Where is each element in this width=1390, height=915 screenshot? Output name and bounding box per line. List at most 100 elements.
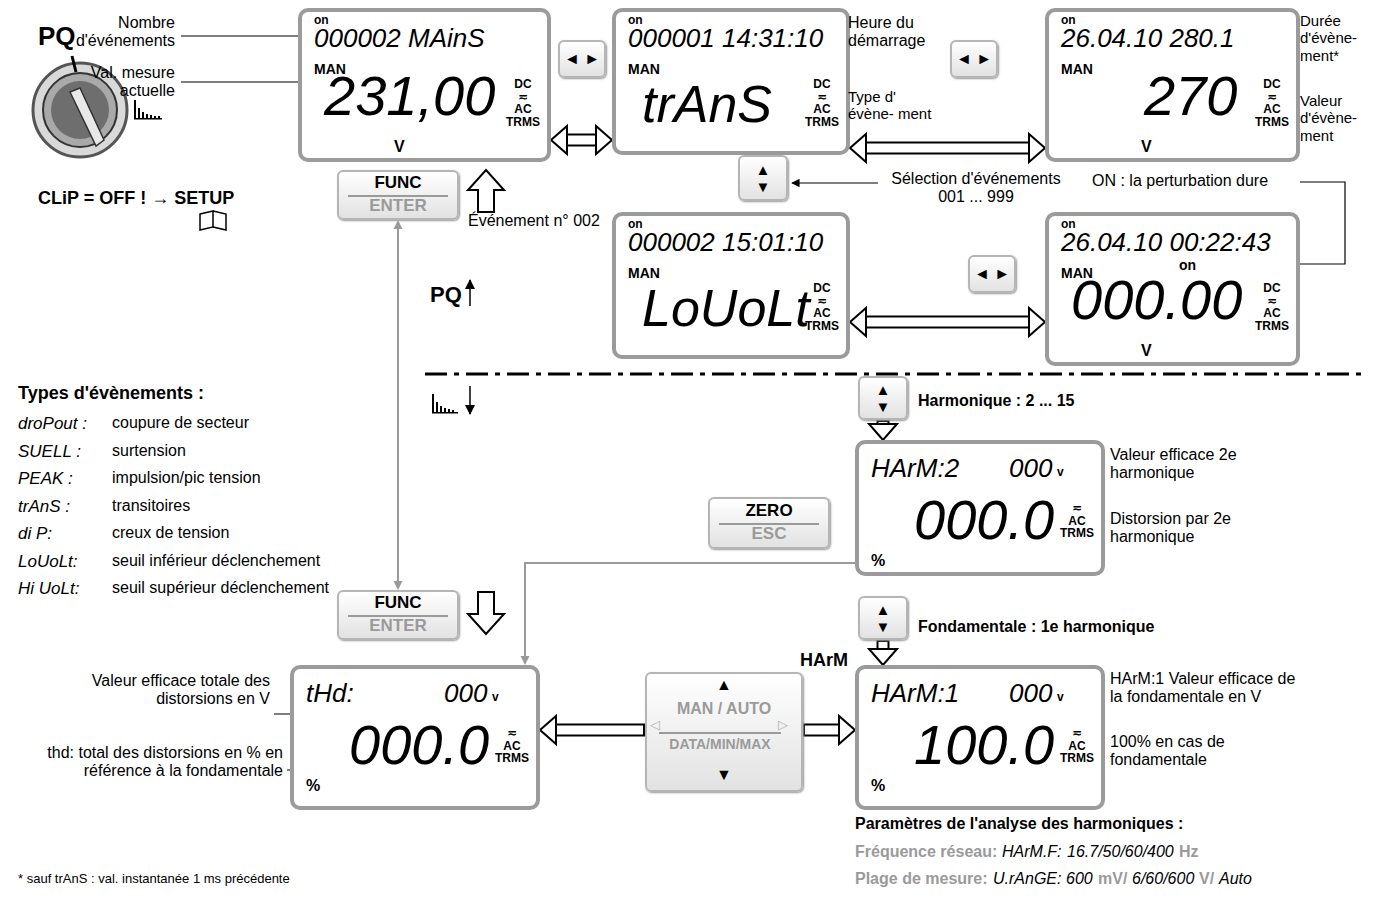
down-arrow: [469, 386, 471, 414]
annotation: PQ: [38, 22, 76, 52]
display-text: ≂ AC TRMS: [1059, 502, 1095, 540]
hollow-arrow: [869, 420, 897, 440]
key-label: ▲: [647, 676, 801, 694]
key-label: ▲ ▼: [873, 381, 893, 416]
key-label: ENTER: [348, 195, 448, 216]
display-text: 26.04.10 280.1: [1061, 24, 1235, 53]
annotation: Durée d'évène- ment*: [1300, 12, 1384, 64]
harmonics-icon: [432, 394, 458, 414]
annotation: LoUoLt:: [18, 552, 78, 572]
arrow-shaft: [803, 724, 840, 737]
annotation: Types d'évènements :: [18, 383, 204, 404]
annotation: trAnS :: [18, 497, 70, 517]
annotation: Sélection d'événements 001 ... 999: [882, 170, 1070, 207]
arrow-key: ◄ ►: [950, 40, 998, 78]
annotation: 6/60/600: [1132, 870, 1194, 888]
display-text: HArM:2: [871, 454, 959, 483]
lcd-display: HArM:2000v000.0%≂ AC TRMS: [855, 440, 1105, 576]
annotation: ON : la perturbation dure: [1092, 172, 1268, 190]
arrow-head: [850, 134, 866, 162]
lcd-display: on000002 MAinSMAN231,00VDC ≂ AC TRMS: [298, 8, 551, 162]
arrow-head: [596, 126, 612, 154]
display-text: MAN: [628, 62, 660, 77]
lcd-display: on000002 15:01:10MANLoUoLtDC ≂ AC TRMS: [612, 212, 850, 359]
annotation: Nombre d'événements: [40, 14, 175, 51]
annotation: HArM.F:: [1002, 843, 1062, 861]
display-text: 231,00: [324, 68, 495, 124]
annotation: thd: total des distorsions en % en référ…: [15, 744, 283, 781]
annotation: Harmonique : 2 ... 15: [918, 392, 1074, 410]
grey-connector: [394, 220, 403, 590]
key-label: ENTER: [348, 615, 448, 636]
display-text: 100.0: [914, 717, 1054, 773]
key-label: FUNC: [374, 174, 421, 193]
lcd-display: HArM:1000v100.0%≂ AC TRMS: [855, 665, 1105, 810]
arrow-key: ◄ ►: [968, 255, 1016, 293]
annotation: V/: [1199, 870, 1214, 888]
grey-connector: [521, 563, 856, 665]
annotation: Heure du démarrage: [848, 14, 946, 51]
arrow-head: [839, 716, 855, 744]
annotation: PQ: [430, 282, 462, 307]
display-text: 000: [444, 679, 487, 708]
arrow-shaft: [865, 142, 1030, 155]
hollow-arrow: [468, 170, 504, 212]
arrow-head: [1029, 134, 1045, 162]
arrow-head: [521, 656, 530, 665]
annotation: droPout :: [18, 414, 87, 434]
arrow-shaft: [565, 136, 598, 145]
annotation: SUELL :: [18, 442, 81, 462]
lcd-display: on26.04.10 00:22:43MANon000.00VDC ≂ AC T…: [1045, 212, 1300, 366]
leader-line: [181, 35, 306, 36]
display-text: V: [394, 138, 405, 156]
display-text: DC ≂ AC TRMS: [804, 78, 840, 128]
display-text: 26.04.10 00:22:43: [1061, 228, 1271, 257]
display-text: trAnS: [642, 78, 772, 130]
hollow-arrow: [850, 308, 1045, 336]
lcd-display: on26.04.10 280.1MAN270VDC ≂ AC TRMS: [1045, 8, 1300, 162]
arrow-head: [869, 649, 897, 665]
annotation: 600: [1066, 870, 1093, 888]
arrow-head: [540, 716, 556, 744]
connector-line: [525, 563, 855, 657]
key-label: ◄ ►: [956, 50, 992, 68]
lcd-display: tHd:000v000.0%≂ AC TRMS: [290, 665, 540, 810]
annotation: * sauf trAnS : val. instantanée 1 ms pré…: [18, 872, 290, 887]
key-label: ▷: [778, 718, 788, 732]
arrow-shaft: [864, 318, 1031, 327]
annotation: 16.7/50/60/400: [1067, 843, 1174, 861]
func-enter-key: FUNCENTER: [337, 590, 459, 640]
display-text: MAN: [628, 266, 660, 281]
annotation: PEAK :: [18, 469, 73, 489]
display-text: DC ≂ AC TRMS: [1254, 78, 1290, 128]
annotation: HArM:1 Valeur efficace de la fondamental…: [1110, 670, 1302, 707]
annotation: Type d' évène- ment: [848, 88, 940, 123]
display-text: 000: [1009, 454, 1052, 483]
book-icon: [200, 211, 226, 230]
display-text: 000002 15:01:10: [628, 228, 823, 257]
annotation: mV/: [1098, 870, 1127, 888]
annotation: U.rAnGE:: [993, 870, 1061, 888]
key-label: ◄ ►: [564, 50, 600, 68]
display-text: 000002 MAinS: [314, 24, 485, 53]
man-auto-key: ▲MAN / AUTODATA/MIN/MAX▼◁▷: [645, 672, 803, 792]
key-label: ▲ ▼: [873, 601, 893, 636]
hollow-arrow: [869, 640, 897, 665]
arrow-shaft: [864, 144, 1031, 153]
arrow-shaft: [805, 726, 841, 735]
annotation: Hi UoLt:: [18, 579, 79, 599]
annotation: di P:: [18, 524, 52, 544]
updown-key: ▲ ▼: [858, 596, 908, 640]
hollow-arrow: [551, 126, 612, 154]
annotation: 100% en cas de fondamentale: [1110, 733, 1302, 770]
annotation: transitoires: [112, 497, 190, 515]
key-label: DATA/MIN/MAX: [659, 732, 781, 752]
display-text: DC ≂ AC TRMS: [1254, 282, 1290, 332]
display-text: ≂ AC TRMS: [494, 727, 530, 765]
annotation: Plage de mesure:: [855, 870, 988, 888]
updown-key: ▲ ▼: [738, 155, 788, 201]
annotation: impulsion/pic tension: [112, 469, 261, 487]
arrow-head: [1029, 308, 1045, 336]
key-label: ◁: [650, 718, 660, 732]
key-label: ESC: [719, 523, 819, 544]
